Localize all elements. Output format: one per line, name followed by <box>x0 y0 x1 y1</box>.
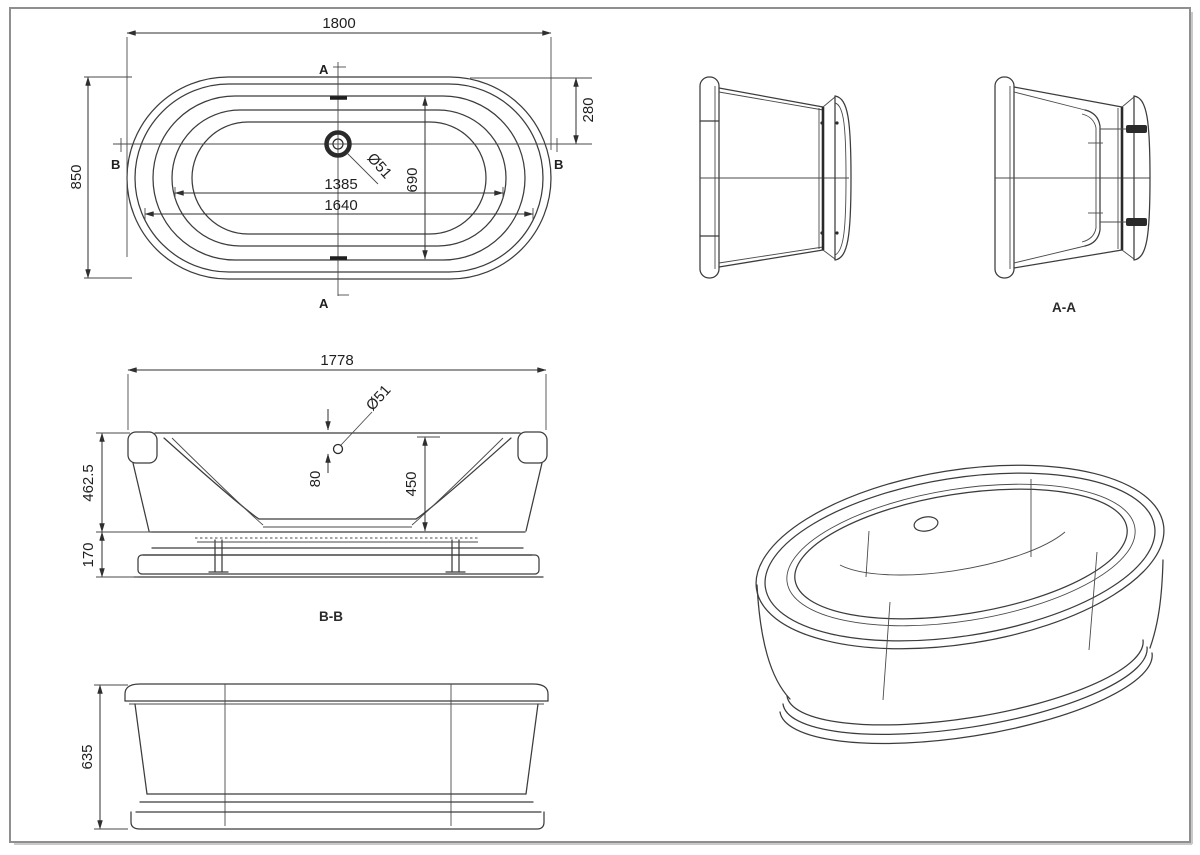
section-aa-view: A-A <box>994 76 1151 315</box>
plan-marker-a-top: A <box>319 62 329 77</box>
plan-marker-b-left: B <box>111 157 120 172</box>
bb-drain <box>332 443 344 455</box>
plan-dim-drain-offset: 280 <box>580 97 597 122</box>
plan-dim-floor-length: 1385 <box>324 176 357 193</box>
plan-dim-rim-length: 1640 <box>324 197 357 214</box>
plan-marker-a-bottom: A <box>319 296 329 311</box>
section-bb-view: 1778 462.5 170 <box>80 352 548 624</box>
overflow-fitting-top <box>1126 125 1147 133</box>
front-elevation-view: 635 <box>79 683 549 830</box>
plan-dim-width: 850 <box>68 164 85 189</box>
section-bb-label: B-B <box>319 609 343 624</box>
plan-drain <box>324 130 352 158</box>
bb-dim-length: 1778 <box>320 352 353 369</box>
bb-dim-depth: 450 <box>403 471 420 496</box>
bb-dim-upper-height: 462.5 <box>80 464 97 502</box>
bb-dim-base-height: 170 <box>80 542 97 567</box>
plan-view: 1800 850 B B A A 280 690 1385 <box>68 15 597 311</box>
plan-marker-b-right: B <box>554 157 563 172</box>
bb-dim-drain-drop: 80 <box>307 471 324 488</box>
perspective-view <box>755 464 1165 745</box>
front-dim-height: 635 <box>79 744 96 769</box>
perspective-drain <box>913 516 939 532</box>
section-aa-label: A-A <box>1052 300 1076 315</box>
plan-dim-length: 1800 <box>322 15 355 32</box>
side-section-view <box>699 76 852 279</box>
plan-dim-inner-width: 690 <box>404 167 421 192</box>
overflow-fitting-bottom <box>1126 218 1147 226</box>
sheet-border <box>9 7 1191 843</box>
